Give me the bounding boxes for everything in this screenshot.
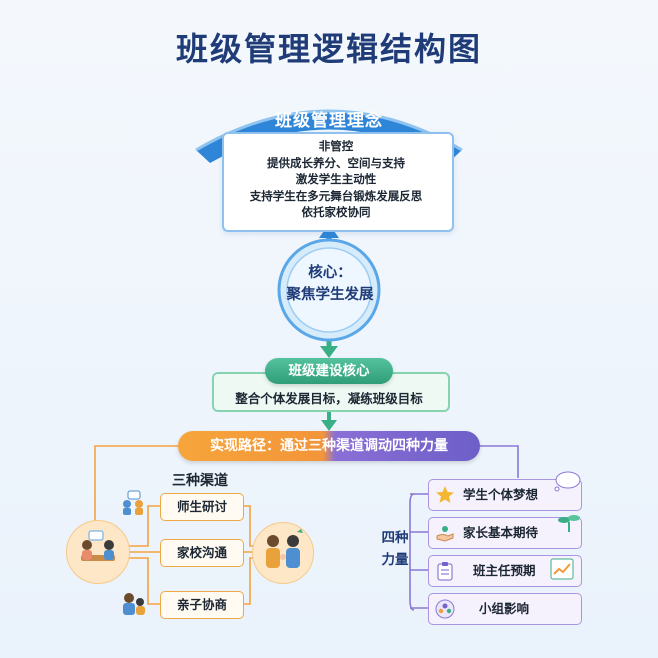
teacher-student-icon	[120, 490, 148, 516]
class-building-heading: 班级建设核心	[265, 358, 393, 384]
forces-title-line2: 力量	[381, 552, 409, 568]
arrow-down-icon	[320, 346, 338, 358]
core-line1: 核心：	[308, 265, 352, 281]
force-label: 班主任预期	[473, 563, 536, 578]
force-label: 学生个体梦想	[463, 487, 539, 502]
force-label: 小组影响	[479, 601, 530, 616]
plant-icon	[556, 512, 582, 534]
arrow-down-icon-2	[321, 420, 337, 431]
philosophy-box	[222, 132, 454, 232]
core-line2: 聚焦学生发展	[286, 287, 374, 303]
chart-icon	[550, 558, 576, 582]
star-icon	[436, 486, 454, 503]
force-item: 家长基本期待	[428, 517, 582, 549]
philosophy-heading: 班级管理理念	[275, 111, 383, 131]
forces-title: 四种 力量	[378, 527, 412, 571]
path-banner: 实现路径：通过三种渠道调动四种力量	[178, 431, 480, 461]
philosophy-line: 非管控	[318, 139, 354, 153]
channels-title: 三种渠道	[172, 473, 228, 489]
clipboard-icon	[437, 562, 453, 581]
handshake-illustration	[252, 522, 314, 584]
core-label: 核心： 聚焦学生发展	[276, 262, 384, 306]
force-item: 学生个体梦想	[428, 479, 582, 511]
forces-title-line1: 四种	[381, 530, 409, 546]
discussion-illustration	[66, 520, 130, 584]
philosophy-line: 激发学生主动性	[295, 172, 377, 187]
parent-child-icon	[120, 590, 148, 616]
force-item: 小组影响	[428, 593, 582, 625]
force-label: 家长基本期待	[463, 525, 539, 540]
channel-item: 师生研讨	[160, 493, 244, 521]
philosophy-line: 提供成长养分、空间与支持	[267, 155, 405, 170]
channel-item: 亲子协商	[160, 591, 244, 619]
philosophy-line: 支持学生在多元舞台锻炼发展反思	[249, 188, 423, 203]
class-building-text: 整合个体发展目标，凝练班级目标	[235, 391, 423, 406]
channel-item: 家校沟通	[160, 539, 244, 567]
hand-icon	[436, 526, 454, 542]
philosophy-line: 依托家校协同	[301, 205, 371, 220]
philosophy-lines: 非管控 提供成长养分、空间与支持 激发学生主动性 支持学生在多元舞台锻炼发展反思…	[222, 138, 450, 221]
page-title: 班级管理逻辑结构图	[175, 30, 482, 68]
thought-cloud-icon	[552, 470, 582, 492]
group-icon	[435, 599, 455, 619]
philosophy-arch	[196, 111, 462, 163]
